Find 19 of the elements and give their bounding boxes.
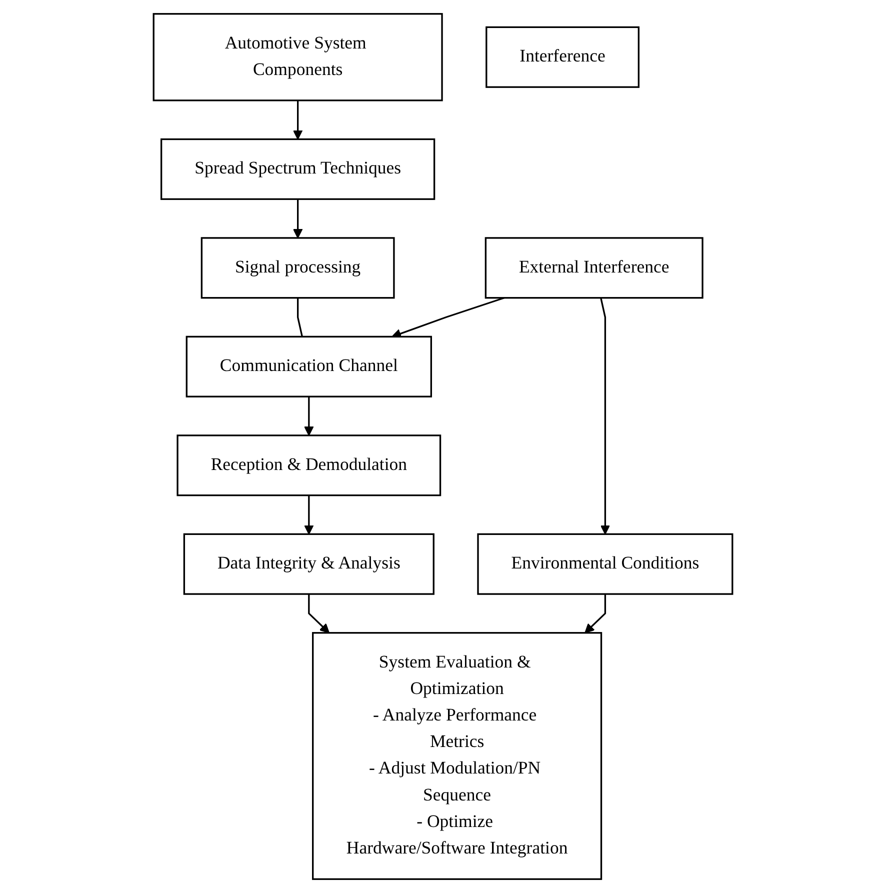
node-box: Reception & Demodulation <box>176 434 442 496</box>
node-box: Data Integrity & Analysis <box>183 533 434 595</box>
arrow <box>304 396 314 436</box>
arrow <box>308 594 330 634</box>
arrow <box>304 495 314 535</box>
node-box: System Evaluation & Optimization - Analyze Performance Metrics - Adjust Modulation/PN Sequence - Optimize Hardware/Software Integration <box>312 632 602 880</box>
node-box: Automotive System Components <box>152 13 443 102</box>
arrow <box>600 298 610 535</box>
connector <box>296 298 303 337</box>
node-box: Spread Spectrum Techniques <box>160 138 436 200</box>
arrow <box>584 594 606 634</box>
node-box: External Interference <box>484 237 704 299</box>
node-box: Communication Channel <box>186 336 432 398</box>
arrow <box>292 199 303 238</box>
arrow <box>392 297 504 338</box>
node-box: Signal processing <box>200 237 395 299</box>
arrow <box>292 100 303 140</box>
node-box: Interference <box>486 26 640 88</box>
node-box: Environmental Conditions <box>477 533 734 595</box>
